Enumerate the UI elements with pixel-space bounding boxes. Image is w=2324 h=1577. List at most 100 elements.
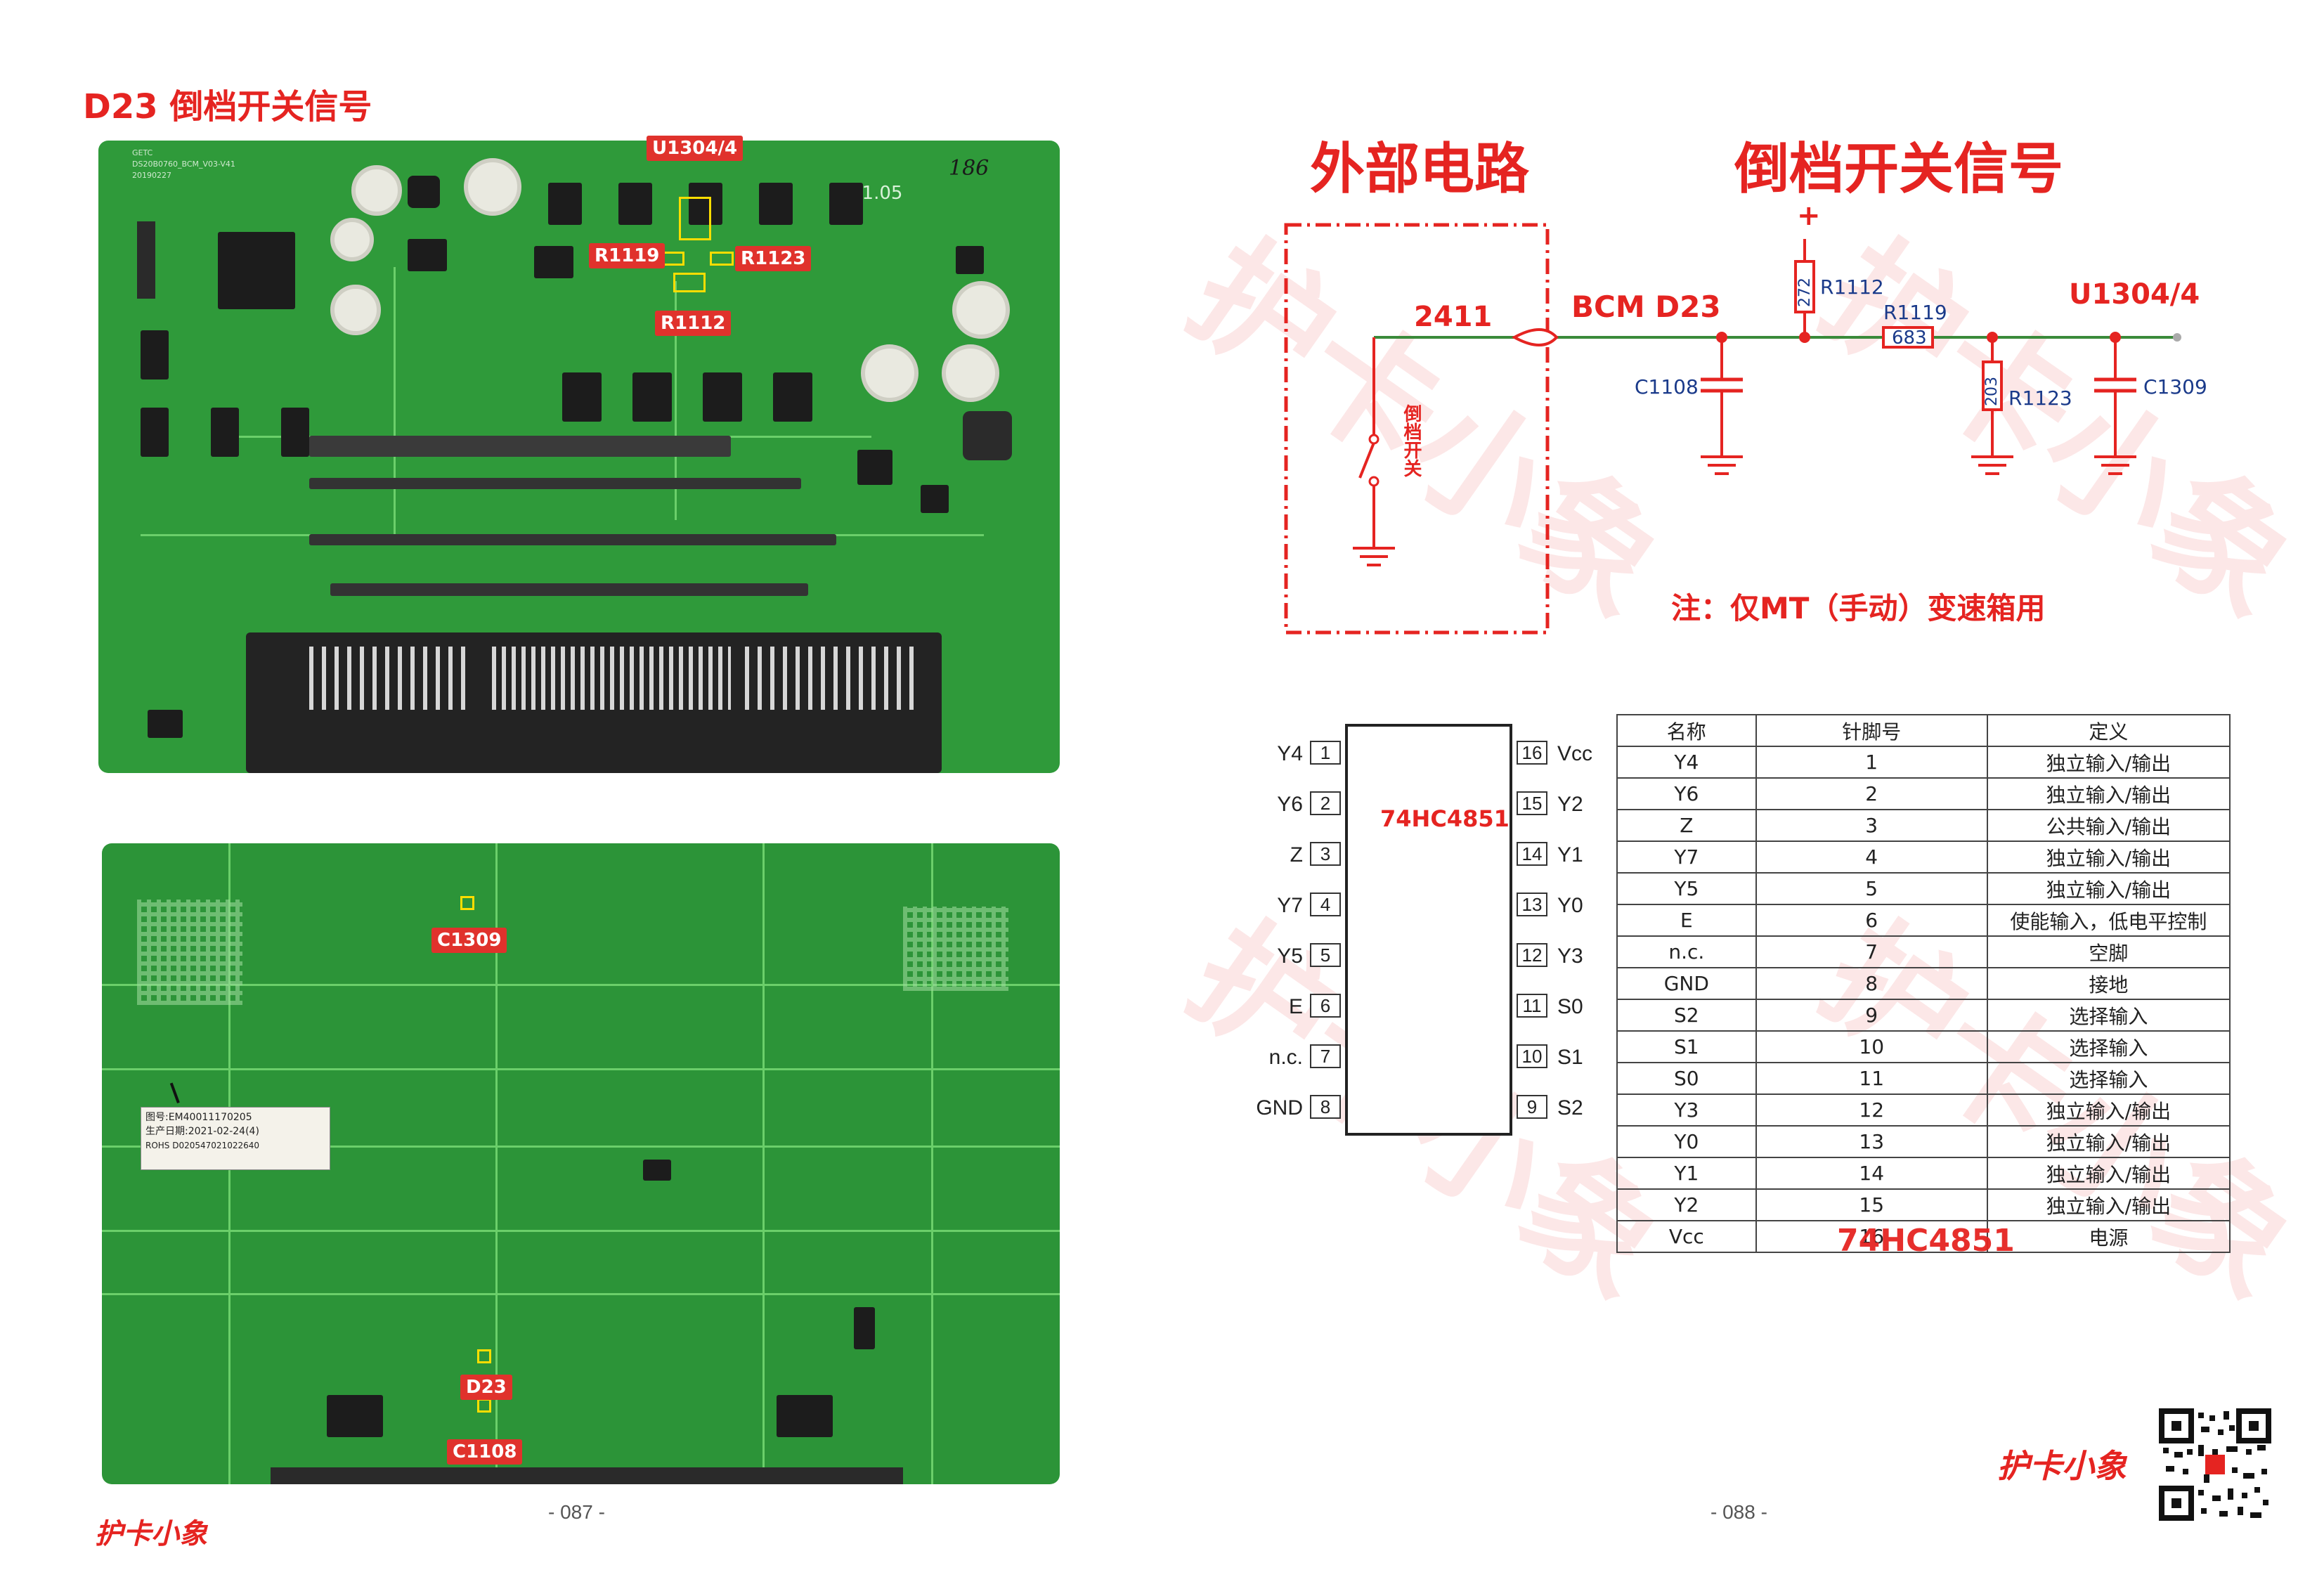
table-cell: Y4: [1616, 746, 1757, 779]
brand-left: 护卡小象: [95, 1518, 207, 1550]
table-cell: 8: [1755, 967, 1988, 1000]
page-title-left: D23 倒档开关信号: [83, 87, 372, 126]
qr-code: [2159, 1408, 2271, 1521]
ic-pin-number: 2: [1310, 791, 1341, 815]
table-cell: 选择输入: [1986, 1062, 2231, 1095]
ic-pin-number: 13: [1517, 893, 1547, 916]
table-cell: Z: [1616, 809, 1757, 842]
schematic-note: 注：仅MT（手动）变速箱用: [1671, 591, 2046, 625]
table-cell: 空脚: [1986, 935, 2231, 968]
table-cell: 独立输入/输出: [1986, 1093, 2231, 1127]
table-cell: Vcc: [1616, 1220, 1757, 1253]
sticker-line: 图号:EM40011170205: [145, 1112, 252, 1123]
table-cell: Y7: [1616, 841, 1757, 874]
ic-pin-number: 10: [1517, 1044, 1547, 1068]
table-cell: 11: [1755, 1062, 1988, 1095]
ic-pin-name: Y7: [1277, 894, 1303, 917]
d23-highlight: [477, 1349, 491, 1363]
mcu-chip: [218, 232, 295, 309]
bcm-d23: BCM D23: [1571, 290, 1721, 324]
table-cell: 独立输入/输出: [1986, 1125, 2231, 1158]
ic-name: 74HC4851: [1380, 805, 1510, 832]
ic-pin-name: S0: [1557, 995, 1583, 1018]
ic-pin-name: Y2: [1557, 793, 1583, 816]
table-cell: S0: [1616, 1062, 1757, 1095]
capacitor: [952, 281, 1010, 339]
ic-pin-name: Y4: [1277, 742, 1303, 765]
ic-pin-number: 1: [1310, 741, 1341, 765]
label-c1309: C1309: [431, 928, 507, 953]
ic-pin-name: Y1: [1557, 843, 1583, 867]
ic-pin-name: Vcc: [1557, 742, 1593, 765]
plus-label: +: [1797, 200, 1821, 232]
sticker: 图号:EM40011170205 生产日期:2021-02-24(4) ROHS…: [141, 1107, 330, 1170]
capacitor: [351, 165, 402, 216]
label-r1123: R1123: [735, 246, 812, 271]
c1108-label: C1108: [1635, 375, 1699, 398]
table-cell: Y3: [1616, 1093, 1757, 1127]
label-c1108: C1108: [447, 1439, 523, 1465]
r1123-highlight: [710, 252, 734, 266]
table-overlay-label: 74HC4851: [1837, 1223, 2015, 1259]
switch-label: 倒档开关: [1401, 404, 1422, 477]
capacitor: [464, 158, 521, 216]
table-cell: S1: [1616, 1030, 1757, 1063]
table-cell: 7: [1755, 935, 1988, 968]
table-header: 针脚号: [1755, 714, 1988, 747]
ic-pin-number: 14: [1517, 842, 1547, 866]
table-cell: 15: [1755, 1188, 1988, 1221]
r1119-name: R1119: [1883, 301, 1947, 324]
ic-body: [1345, 724, 1512, 1136]
ic-pin-number: 8: [1310, 1095, 1341, 1119]
table-cell: Y0: [1616, 1125, 1757, 1158]
ic-pin-name: GND: [1256, 1096, 1303, 1120]
ic-pin-name: S2: [1557, 1096, 1583, 1120]
table-cell: 独立输入/输出: [1986, 746, 2231, 779]
c1309-label: C1309: [2143, 375, 2207, 398]
capacitor: [330, 218, 374, 261]
label-u1304: U1304/4: [647, 136, 744, 161]
table-cell: 2: [1755, 777, 1988, 810]
capacitor: [330, 285, 381, 335]
table-cell: 5: [1755, 872, 1988, 905]
ic-pin-name: S1: [1557, 1046, 1583, 1069]
table-cell: 10: [1755, 1030, 1988, 1063]
heading-reverse-switch: 倒档开关信号: [1734, 138, 2064, 201]
table-cell: Y6: [1616, 777, 1757, 810]
ic-pin-number: 12: [1517, 943, 1547, 967]
sticker-line: 生产日期:2021-02-24(4): [145, 1126, 259, 1137]
capacitor: [942, 344, 999, 402]
table-cell: 电源: [1986, 1220, 2231, 1253]
table-cell: 独立输入/输出: [1986, 777, 2231, 810]
ic-pin-name: Y3: [1557, 945, 1583, 968]
table-cell: 独立输入/输出: [1986, 1157, 2231, 1190]
page-number-left: - 087 -: [548, 1501, 605, 1523]
table-cell: 4: [1755, 841, 1988, 874]
ic-pin-number: 4: [1310, 893, 1341, 916]
ic-pin-number: 3: [1310, 842, 1341, 866]
table-cell: 使能输入，低电平控制: [1986, 904, 2231, 937]
table-cell: n.c.: [1616, 935, 1757, 968]
r1123-value: 203: [1983, 377, 2001, 406]
u1304-label: U1304/4: [2069, 278, 2200, 311]
ic-pin-number: 6: [1310, 994, 1341, 1018]
silk-number: 186: [949, 156, 989, 181]
u1304-highlight: [679, 197, 711, 240]
ic-pin-name: Y5: [1277, 945, 1303, 968]
r1112-value: 272: [1796, 278, 1814, 307]
brand-right: 护卡小象: [1997, 1447, 2127, 1485]
